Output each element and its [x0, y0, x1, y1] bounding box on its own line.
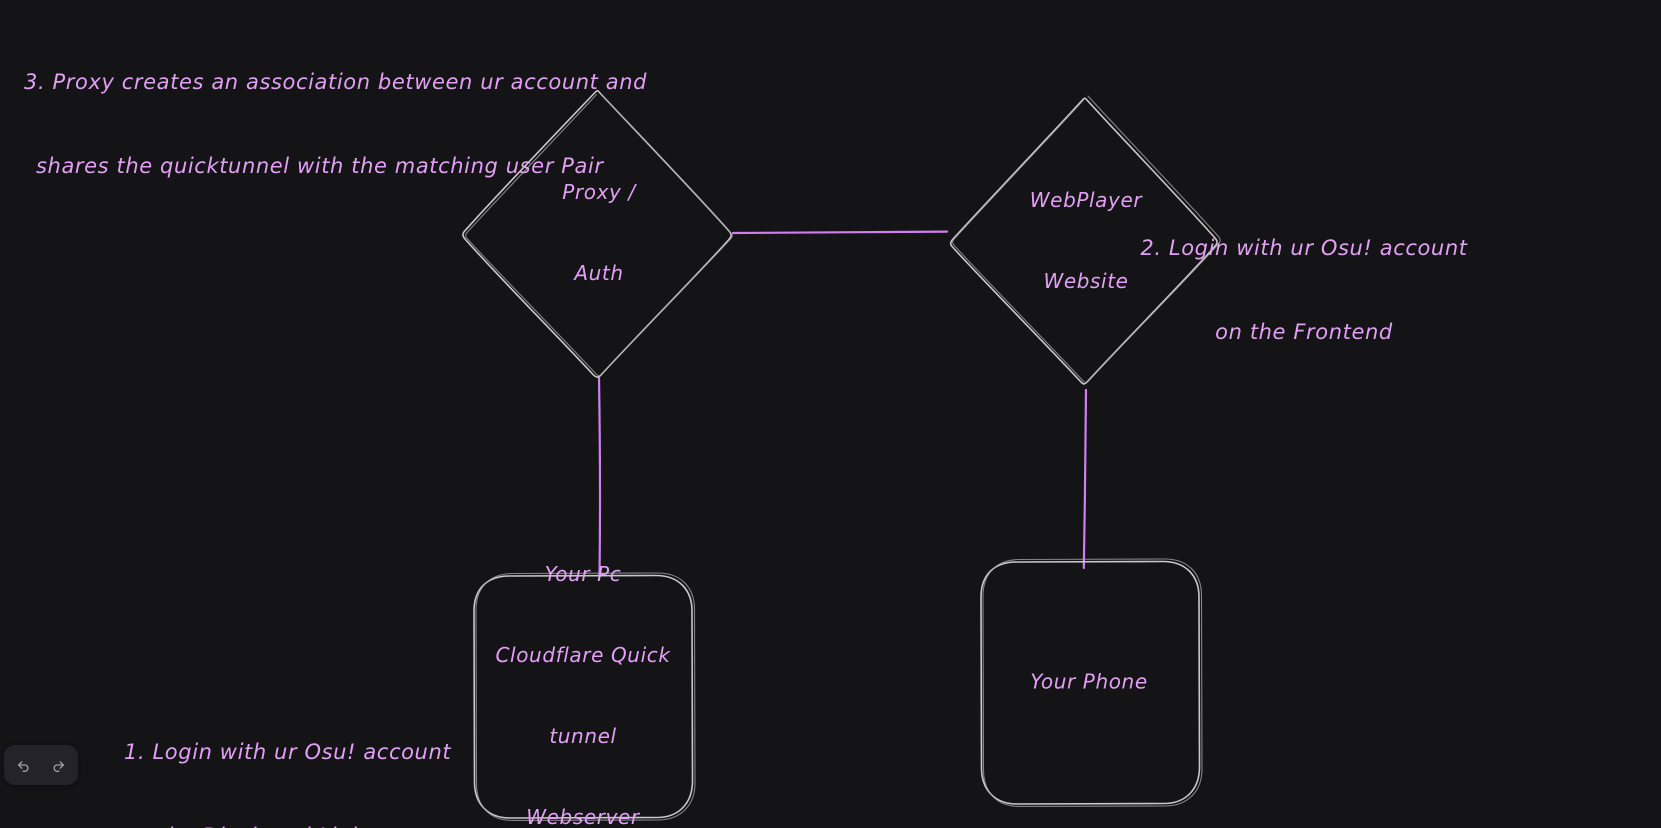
connector-webplayer-to-your-phone[interactable]: [1082, 388, 1088, 570]
node-shape-webplayer[interactable]: [949, 95, 1221, 385]
history-toolbar: [4, 745, 78, 785]
undo-arrow-icon: [17, 761, 29, 772]
node-shape-your-phone[interactable]: [980, 558, 1203, 807]
node-shape-proxy-auth[interactable]: [462, 89, 733, 378]
redo-button[interactable]: [42, 751, 74, 779]
node-shape-your-pc[interactable]: [473, 572, 696, 821]
connector-proxy-to-your-pc[interactable]: [597, 376, 602, 579]
connector-proxy-to-webplayer[interactable]: [731, 230, 949, 235]
redo-arrow-icon: [53, 761, 65, 772]
undo-button[interactable]: [8, 751, 40, 779]
